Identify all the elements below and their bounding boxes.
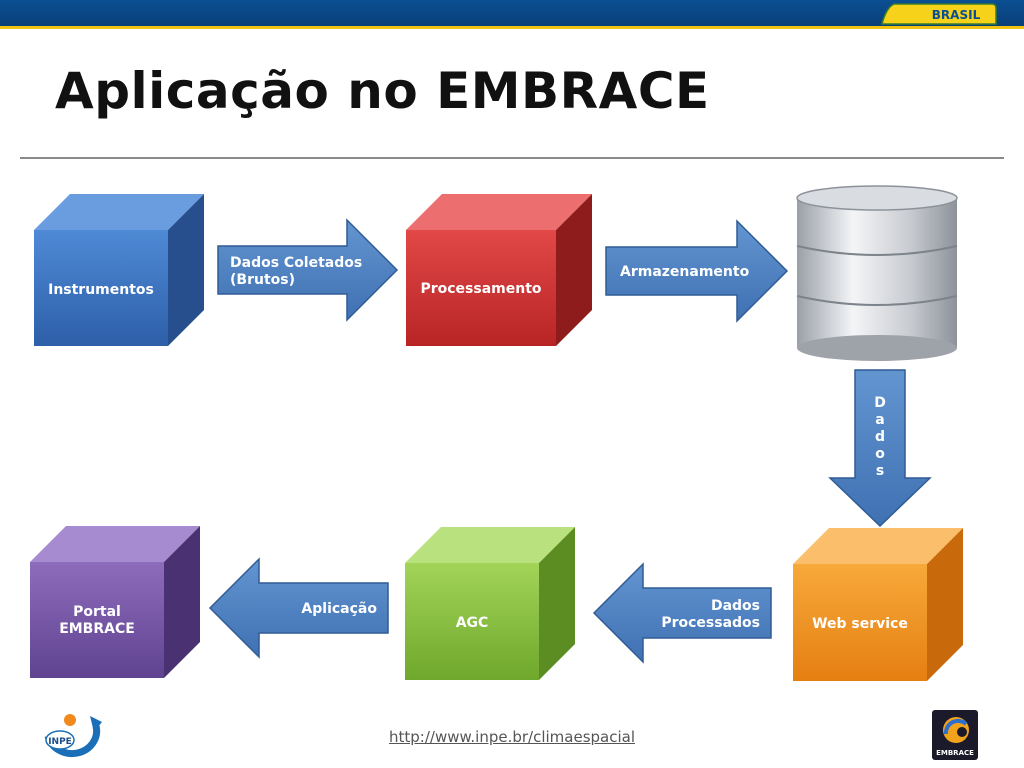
dados-letter-5: s [876, 463, 884, 479]
dados-letter-4: o [875, 446, 885, 462]
instrumentos-label: Instrumentos [48, 282, 154, 298]
arrow-dados-vertical: D a d o s [828, 369, 932, 528]
embrace-logo-text: EMBRACE [936, 749, 974, 757]
web-service-cube: Web service [793, 528, 963, 681]
agc-cube: AGC [405, 527, 575, 680]
slide-title: Aplicação no EMBRACE [55, 62, 710, 120]
dados-coletados-label-line2: (Brutos) [230, 272, 295, 288]
inpe-logo: INPE [44, 714, 102, 758]
arrow-armazenamento: Armazenamento [605, 219, 789, 323]
brasil-badge-text: BRASIL [932, 8, 981, 22]
web-service-label: Web service [812, 616, 908, 632]
dados-coletados-label-line1: Dados Coletados [230, 255, 362, 271]
top-banner-stripe [0, 26, 1024, 29]
arrow-aplicacao: Aplicação [208, 557, 389, 659]
portal-label-line1: Portal [73, 604, 121, 620]
dados-processados-label-line2: Processados [661, 615, 760, 631]
inpe-logo-text: INPE [48, 737, 72, 747]
dados-letter-1: D [874, 395, 886, 411]
title-divider [20, 157, 1004, 159]
dados-letter-3: d [875, 429, 885, 445]
top-banner [0, 0, 1024, 28]
footer-url[interactable]: http://www.inpe.br/climaespacial [0, 728, 1024, 746]
armazenamento-label: Armazenamento [620, 264, 750, 280]
processamento-cube: Processamento [406, 194, 592, 346]
brasil-badge: BRASIL [881, 3, 997, 25]
embrace-logo: EMBRACE [932, 710, 978, 760]
aplicacao-label: Aplicação [301, 601, 377, 617]
processamento-label: Processamento [420, 281, 541, 297]
dados-letter-2: a [875, 412, 884, 428]
footer-url-text[interactable]: http://www.inpe.br/climaespacial [389, 728, 635, 746]
instrumentos-cube: Instrumentos [34, 194, 204, 346]
agc-label: AGC [456, 615, 489, 631]
portal-label-line2: EMBRACE [59, 621, 135, 637]
dados-processados-label-line1: Dados [711, 598, 760, 614]
database-icon [796, 185, 958, 361]
arrow-dados-processados: Dados Processados [592, 562, 772, 664]
portal-embrace-cube: Portal EMBRACE [30, 526, 200, 678]
arrow-dados-coletados: Dados Coletados (Brutos) [217, 218, 399, 322]
